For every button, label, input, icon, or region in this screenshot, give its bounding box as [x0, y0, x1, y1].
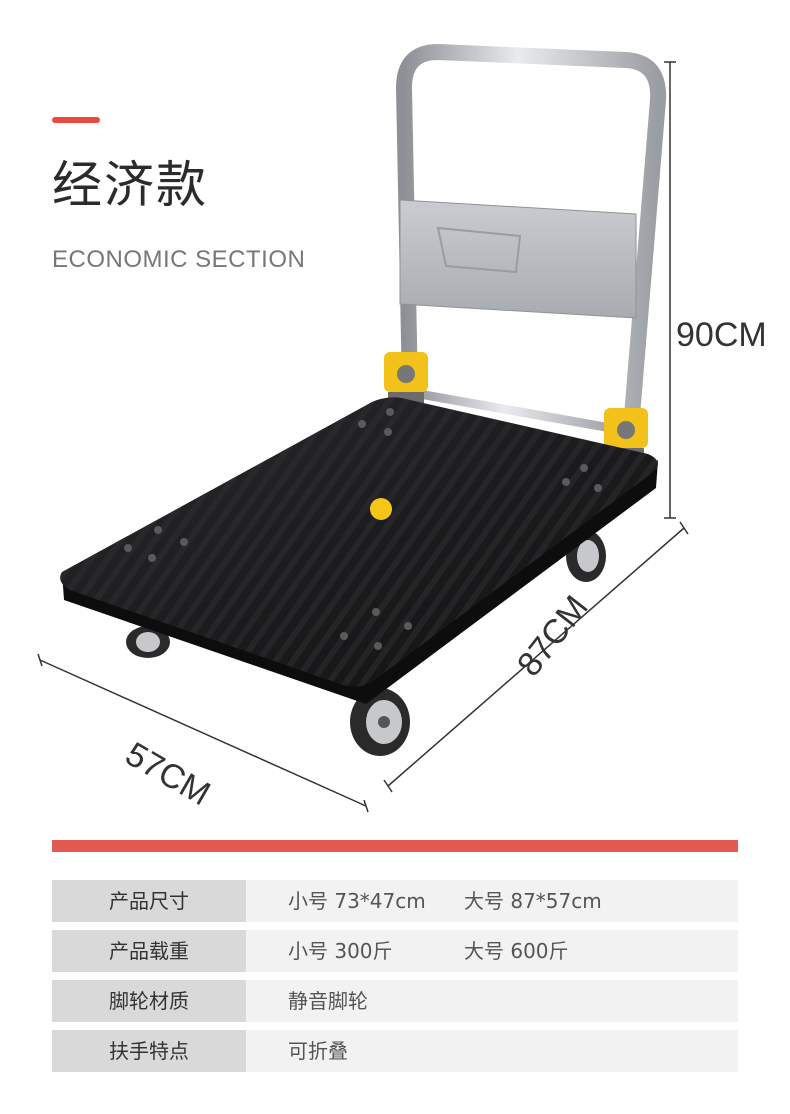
trolley-illustration: [37, 43, 689, 813]
spec-value-secondary: 大号 600斤: [464, 939, 569, 963]
platform-deck: [60, 397, 658, 704]
spec-row-handle: 扶手特点 可折叠: [52, 1030, 738, 1072]
accent-bar: [52, 117, 100, 123]
spec-key: 脚轮材质: [52, 980, 246, 1022]
spec-row-caster: 脚轮材质 静音脚轮: [52, 980, 738, 1022]
handle-frame: [395, 43, 667, 448]
spec-value: 可折叠: [288, 1039, 348, 1063]
spec-key: 产品载重: [52, 930, 246, 972]
spec-table: 产品尺寸 小号 73*47cm 大号 87*57cm 产品载重 小号 300斤 …: [52, 880, 738, 1080]
spec-key: 扶手特点: [52, 1030, 246, 1072]
section-divider: [52, 840, 738, 852]
spec-key: 产品尺寸: [52, 880, 246, 922]
wheel-back-left: [126, 626, 170, 658]
spec-value: 小号 300斤: [288, 939, 393, 963]
dimension-lines: [37, 61, 689, 813]
spec-value: 静音脚轮: [288, 989, 368, 1013]
page-subtitle: ECONOMIC SECTION: [52, 246, 306, 273]
spec-row-size: 产品尺寸 小号 73*47cm 大号 87*57cm: [52, 880, 738, 922]
wheel-front: [350, 688, 410, 756]
spec-value: 小号 73*47cm: [288, 889, 426, 913]
spec-value-secondary: 大号 87*57cm: [464, 889, 602, 913]
page-title: 经济款: [52, 156, 208, 214]
height-dimension-label: 90CM: [676, 316, 767, 354]
spec-row-load: 产品载重 小号 300斤 大号 600斤: [52, 930, 738, 972]
